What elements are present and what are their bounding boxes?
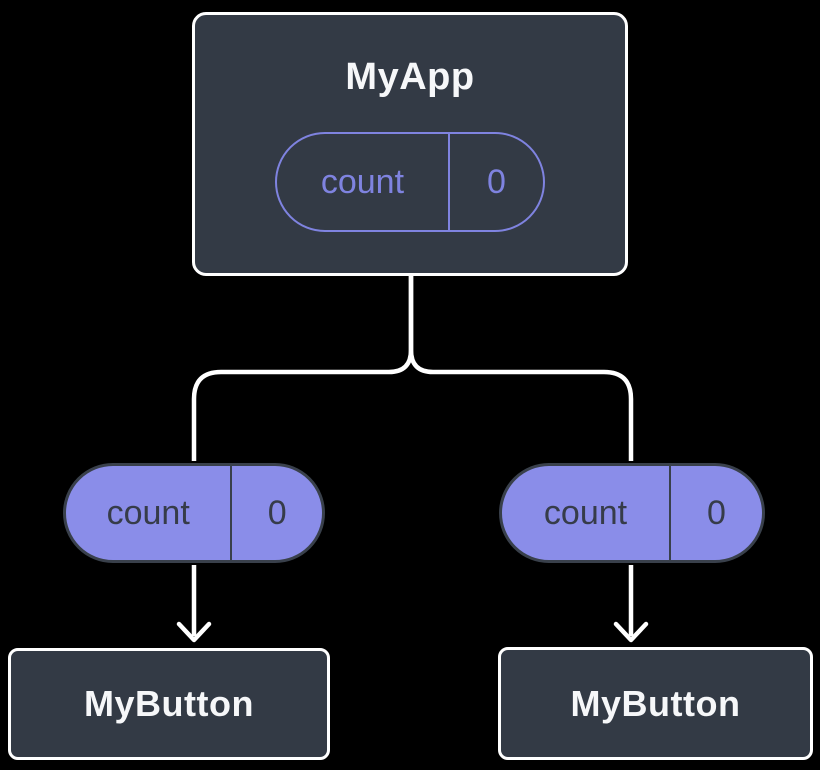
- state-value: 0: [267, 493, 287, 532]
- state-value: 0: [486, 162, 506, 201]
- state-pill-right: count 0: [499, 463, 765, 563]
- arrow-down-icon: [176, 621, 212, 643]
- arrow-down-icon: [613, 621, 649, 643]
- state-pill-left: count 0: [63, 463, 325, 563]
- fork-branch-left: [191, 276, 414, 461]
- fork-branch-right: [408, 276, 634, 461]
- component-node-mybutton-left: MyButton: [8, 648, 330, 760]
- state-value: 0: [707, 493, 726, 532]
- state-pill-root: count 0: [275, 132, 545, 232]
- component-node-mybutton-right: MyButton: [498, 647, 813, 760]
- state-name: count: [277, 134, 450, 230]
- component-title: MyButton: [84, 683, 254, 724]
- state-arrow-right: [613, 565, 649, 643]
- component-node-myapp: MyApp count 0: [192, 12, 628, 276]
- component-title: MyApp: [345, 56, 475, 98]
- state-name: count: [502, 466, 671, 560]
- state-arrow-left: [176, 565, 212, 643]
- state-name: count: [66, 466, 233, 560]
- component-title: MyButton: [570, 682, 741, 724]
